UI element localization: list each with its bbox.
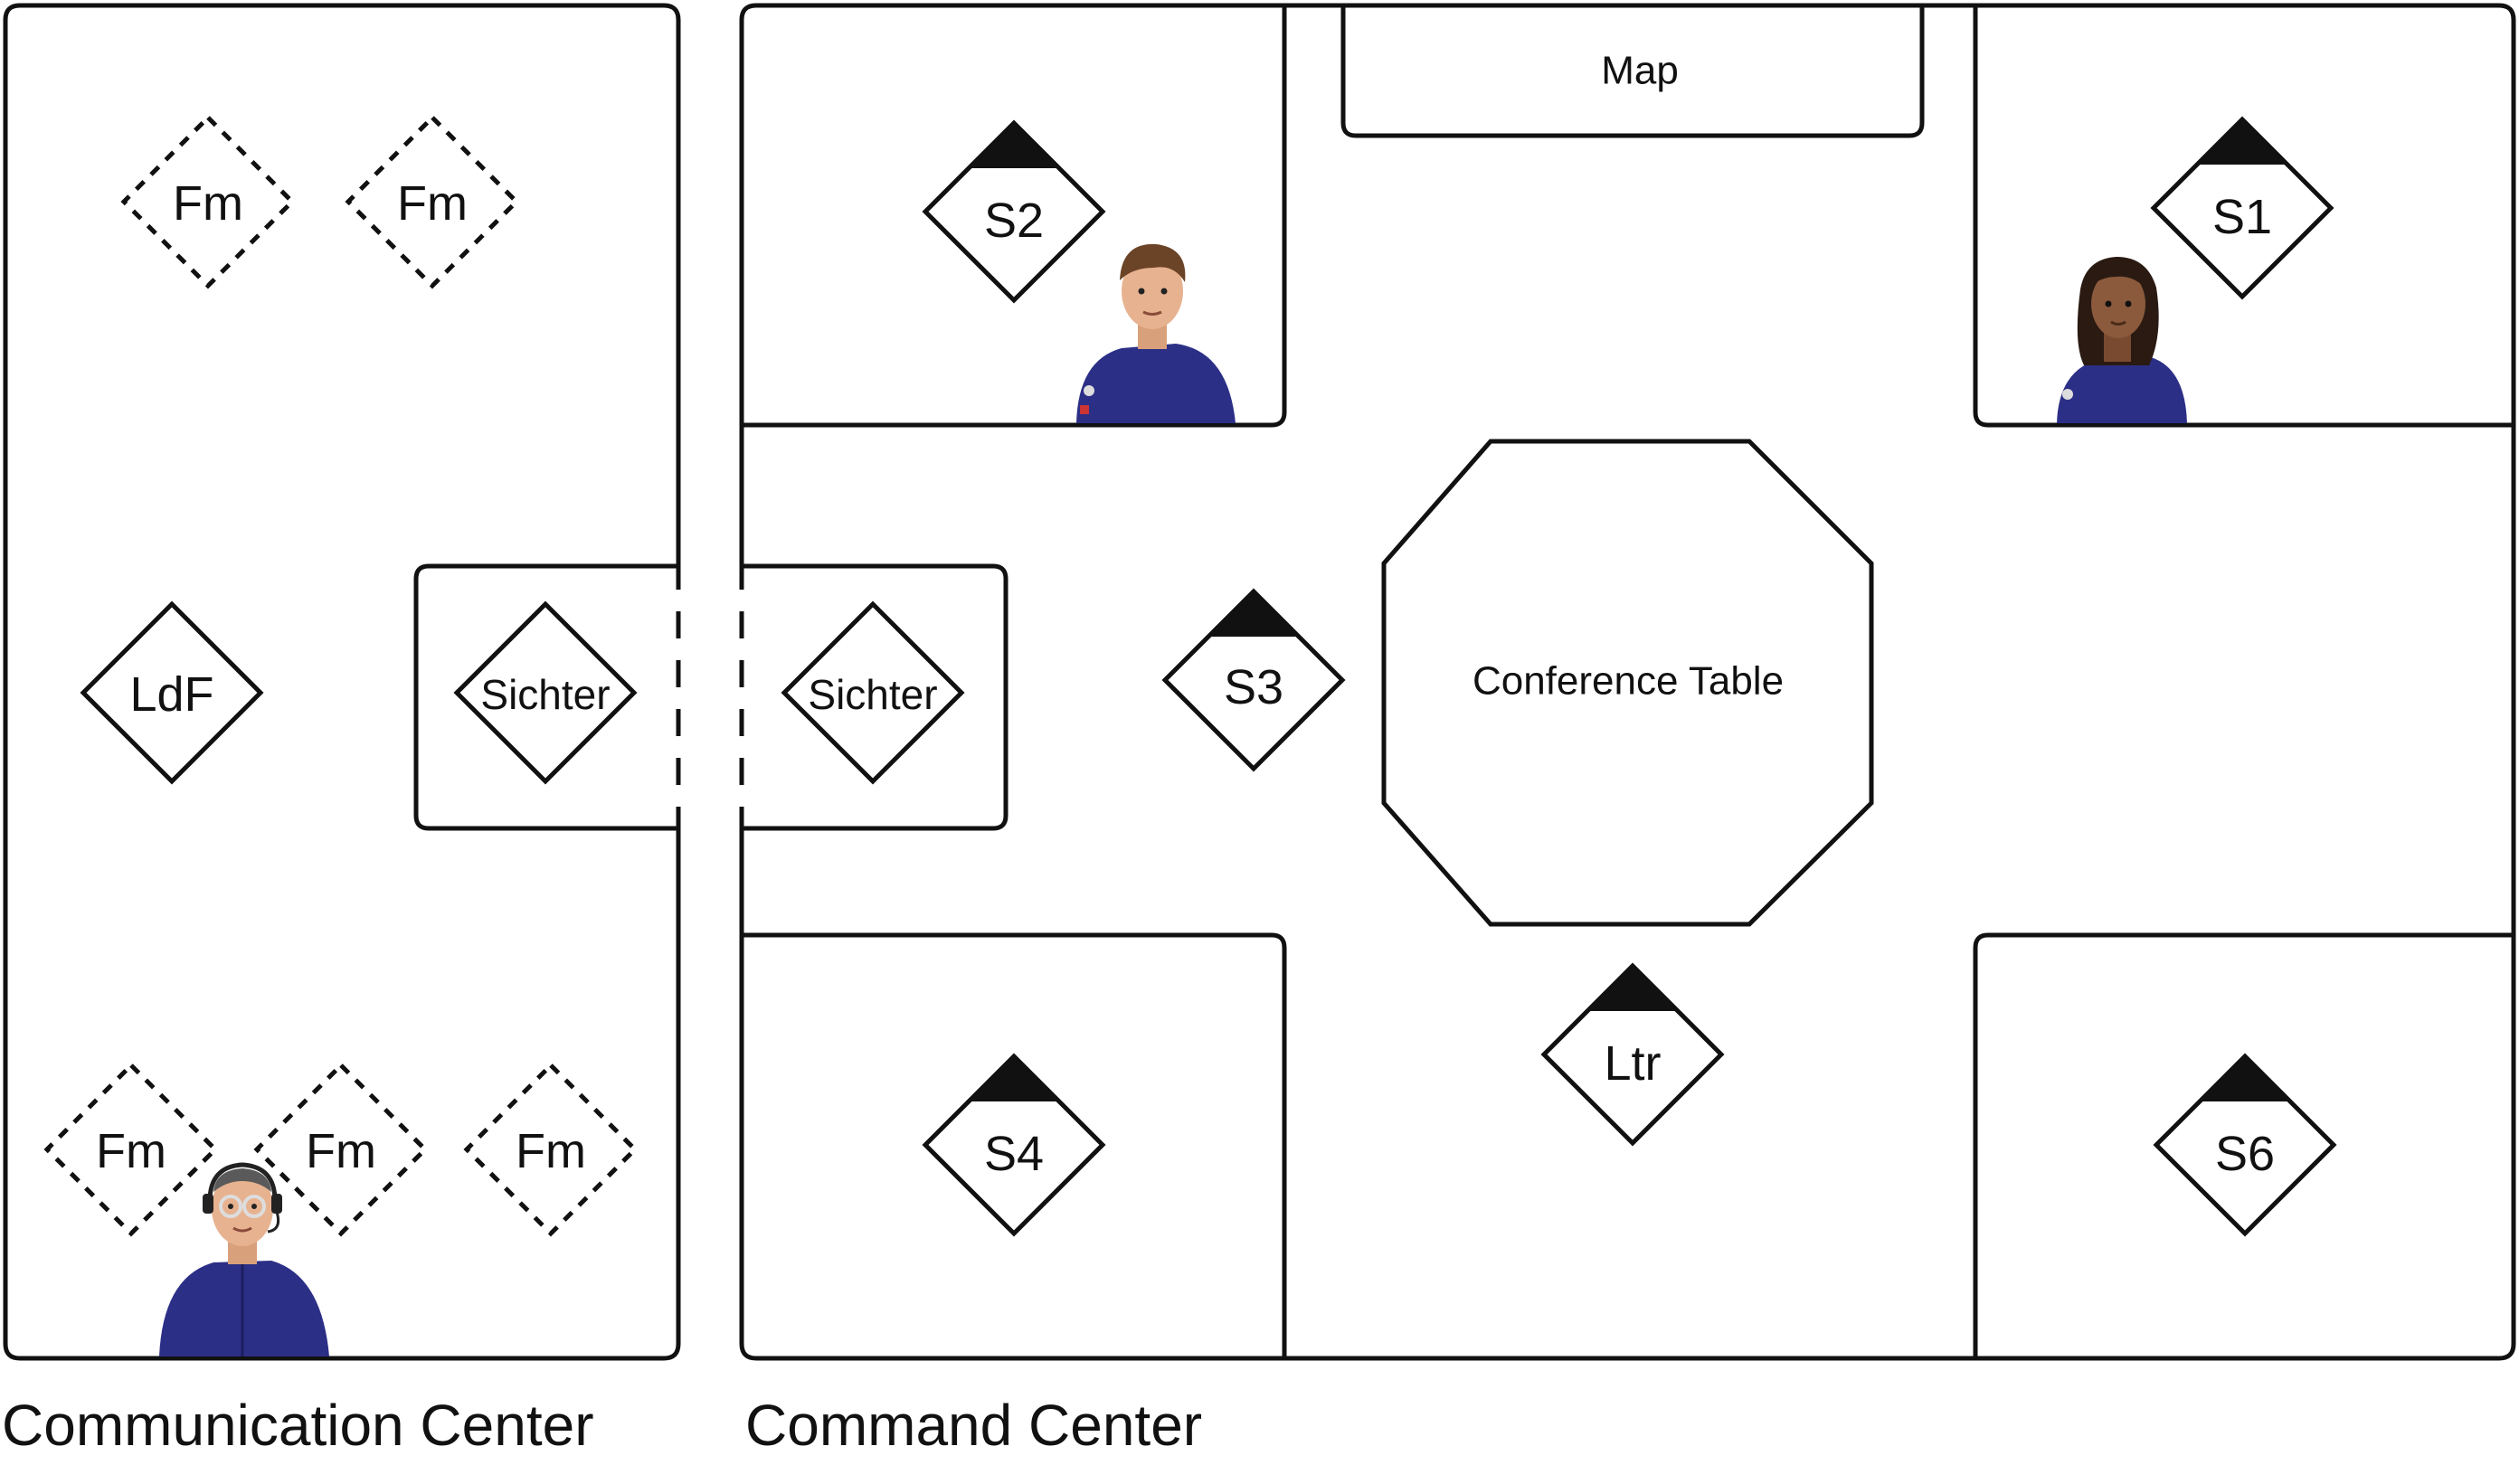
avatar-headset-comm xyxy=(159,1162,329,1356)
ltr-label: Ltr xyxy=(1604,1036,1661,1091)
command-center-room xyxy=(739,3,2516,1361)
sichter-label: Sichter xyxy=(480,671,610,718)
s1-office xyxy=(1973,5,2514,428)
fm-label: Fm xyxy=(516,1124,586,1178)
s4-position: S4 xyxy=(922,1053,1106,1237)
s2-label: S2 xyxy=(984,194,1044,248)
communication-center-room xyxy=(3,3,681,1361)
ltr-position: Ltr xyxy=(1540,962,1725,1147)
sichter-position-command: Sichter xyxy=(781,600,965,785)
s3-position: S3 xyxy=(1161,588,1346,772)
fm-position-1: Fm xyxy=(120,114,296,289)
sichter-desk-comm xyxy=(413,563,678,831)
s2-office xyxy=(742,5,1287,428)
conference-table-label: Conference Table xyxy=(1473,659,1784,704)
s4-label: S4 xyxy=(984,1127,1044,1181)
s6-position: S6 xyxy=(2153,1053,2337,1237)
fm-position-4: Fm xyxy=(253,1062,429,1237)
s1-label: S1 xyxy=(2212,190,2272,244)
fm-position-5: Fm xyxy=(463,1062,639,1237)
sichter-position-comm: Sichter xyxy=(453,600,638,785)
fm-label: Fm xyxy=(173,176,243,231)
s6-office xyxy=(1973,932,2514,1358)
sichter-desk-command xyxy=(742,563,1009,831)
s6-label: S6 xyxy=(2215,1127,2275,1181)
command-center-label: Command Center xyxy=(745,1393,1202,1458)
sichter-label: Sichter xyxy=(808,671,937,718)
map-board: Map xyxy=(1340,5,1925,138)
fm-label: Fm xyxy=(96,1124,166,1178)
ldf-position: LdF xyxy=(80,600,264,785)
ldf-label: LdF xyxy=(129,667,213,722)
fm-label: Fm xyxy=(306,1124,376,1178)
s3-label: S3 xyxy=(1224,660,1283,714)
avatar-male-s2 xyxy=(1076,243,1236,423)
communication-center-label: Communication Center xyxy=(2,1393,594,1458)
fm-label: Fm xyxy=(397,176,468,231)
conference-table: Conference Table xyxy=(1381,439,1874,927)
fm-position-3: Fm xyxy=(43,1062,219,1237)
avatar-female-s1 xyxy=(2057,257,2187,423)
map-label: Map xyxy=(1601,49,1679,93)
s1-position: S1 xyxy=(2150,116,2334,300)
s4-office xyxy=(742,932,1287,1358)
s2-position: S2 xyxy=(922,119,1106,304)
fm-position-2: Fm xyxy=(345,114,520,289)
